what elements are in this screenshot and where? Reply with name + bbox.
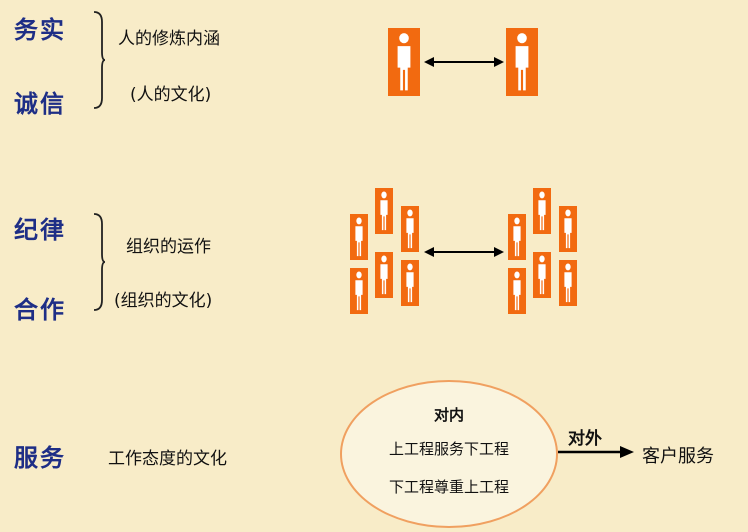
person-icon [533,188,551,234]
internal-line-2: 下工程尊重上工程 [388,478,509,496]
keyword-jilv: 纪律 [14,216,66,244]
internal-ellipse: 对内 上工程服务下工程 下工程尊重上工程 [340,380,558,528]
desc-work-attitude: 工作态度的文化 [108,449,227,469]
brace-2 [93,213,106,311]
keyword-wushi: 务实 [14,16,66,44]
desc-human-cultivation: 人的修炼内涵 [118,29,220,49]
person-icon [388,28,420,96]
person-icon [559,260,577,306]
person-icon [350,268,368,314]
desc-human-culture: (人的文化) [130,85,212,105]
person-icon [508,268,526,314]
keyword-chengxin: 诚信 [14,90,66,118]
internal-line-1: 上工程服务下工程 [388,440,509,458]
keyword-fuwu: 服务 [14,444,66,472]
brace-1 [93,11,106,109]
desc-org-culture: (组织的文化) [114,291,213,311]
right-arrow-icon [558,446,634,458]
person-icon [559,206,577,252]
person-icon [401,206,419,252]
person-icon [375,188,393,234]
internal-title: 对内 [433,406,464,424]
double-arrow-icon [424,247,504,257]
double-arrow-icon [424,57,504,67]
person-icon [350,214,368,260]
keyword-hezuo: 合作 [14,296,66,324]
person-icon [401,260,419,306]
person-icon [375,252,393,298]
customer-service: 客户服务 [642,446,714,467]
person-icon [506,28,538,96]
desc-org-operation: 组织的运作 [126,237,211,257]
external-label: 对外 [568,429,602,449]
person-icon [533,252,551,298]
person-icon [508,214,526,260]
